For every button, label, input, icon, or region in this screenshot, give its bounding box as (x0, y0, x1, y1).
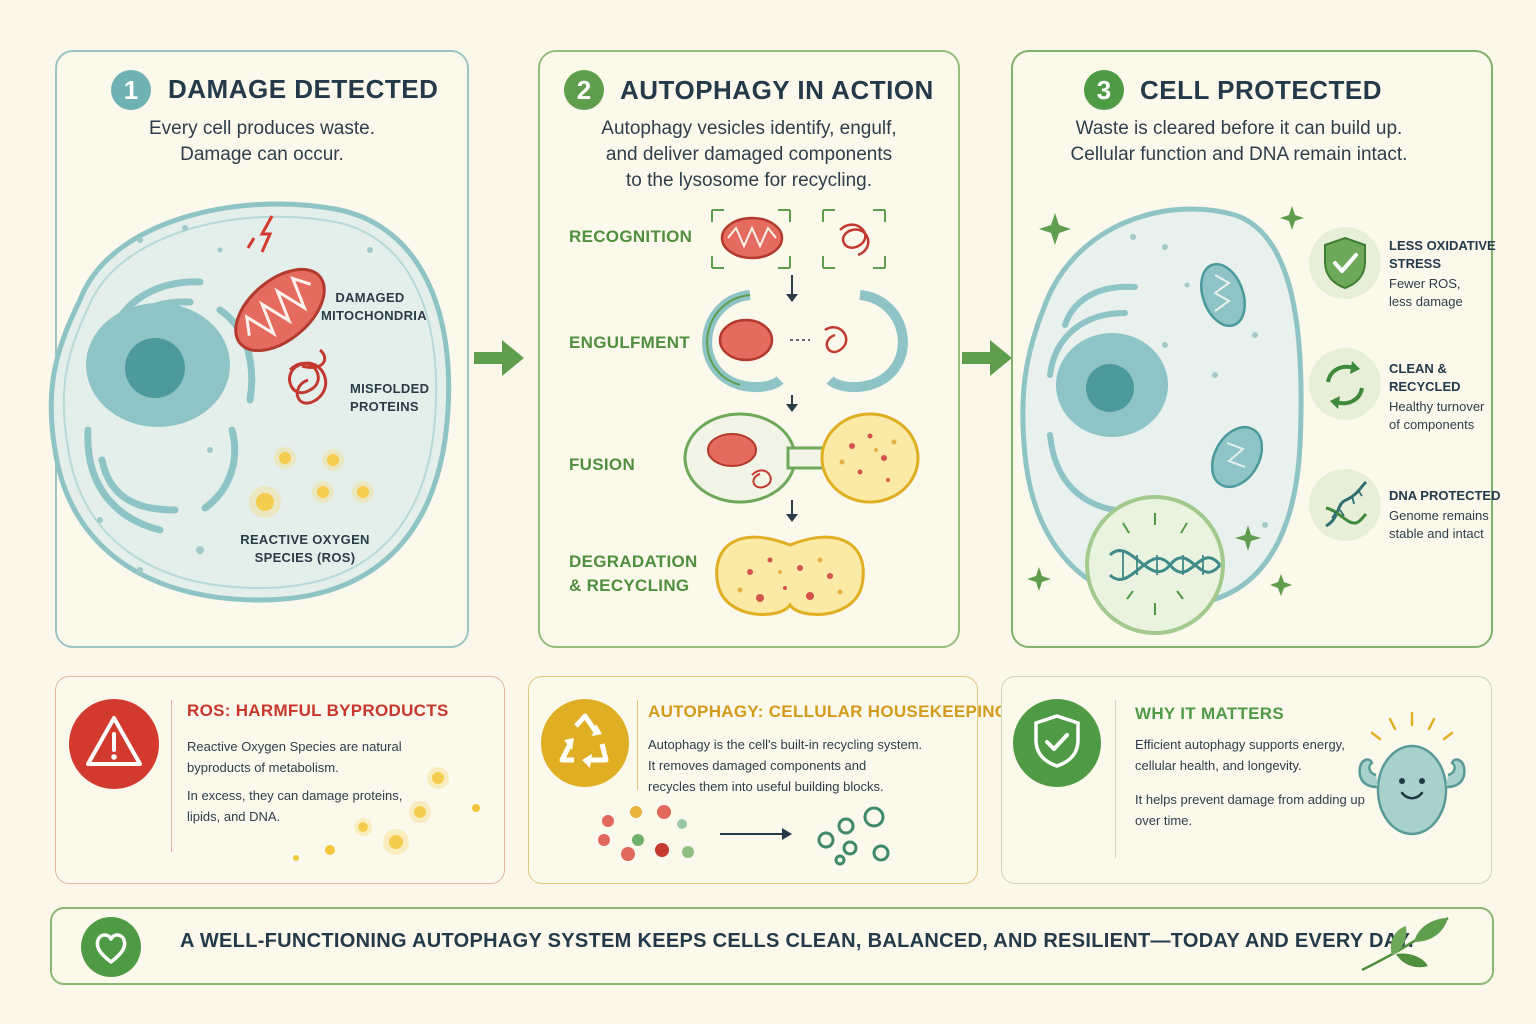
divider (1115, 700, 1116, 858)
happy-cell-mascot (1358, 711, 1466, 836)
panel-2-title: AUTOPHAGY IN ACTION (620, 75, 934, 105)
damaged-cell-illustration (48, 201, 452, 603)
feature-2-circle (1309, 348, 1381, 420)
dna-icon (1325, 480, 1368, 528)
panel-1-subtitle: Every cell produces waste. Damage can oc… (149, 118, 375, 165)
panel-3-title: CELL PROTECTED (1140, 75, 1382, 105)
step-recognition: RECOGNITION (569, 227, 693, 246)
panel-1-title: DAMAGE DETECTED (168, 74, 439, 104)
label-misfolded-proteins: MISFOLDED PROTEINS (350, 381, 430, 414)
autophagy-process-illustration (683, 209, 920, 616)
step-number-2: 2 (564, 70, 604, 110)
sparkle-icon (1280, 206, 1304, 230)
label-damaged-mitochondria: DAMAGED MITOCHONDRIA (321, 290, 427, 323)
healthy-cell-illustration (1020, 206, 1304, 635)
box-3-text-1: Efficient autophagy supports energy,cell… (1135, 737, 1345, 773)
arrow-right-icon (962, 340, 1012, 376)
box-2-title: AUTOPHAGY: CELLULAR HOUSEKEEPING (648, 702, 1009, 721)
step-fusion: FUSION (569, 455, 636, 474)
step-engulfment: ENGULFMENT (569, 333, 691, 352)
box-1-text-2: In excess, they can damage proteins,lipi… (187, 788, 403, 824)
recycle-arrows-icon (1326, 361, 1364, 409)
sparkle-icon (1270, 574, 1292, 596)
feature-2-title: CLEAN &RECYCLED (1389, 361, 1461, 394)
panel-3-subtitle: Waste is cleared before it can build up.… (1070, 118, 1408, 165)
recycling-particles-illustration (598, 805, 890, 866)
box-2-text: Autophagy is the cell's built-in recycli… (648, 737, 923, 794)
feature-3-title: DNA PROTECTED (1389, 488, 1501, 503)
box-3-title: WHY IT MATTERS (1135, 704, 1285, 723)
arrow-right-icon (474, 340, 524, 376)
feature-3-circle (1309, 469, 1381, 541)
warning-icon (69, 699, 159, 789)
shield-check-icon (1013, 699, 1101, 787)
divider (171, 700, 172, 852)
footer-banner (50, 907, 1494, 985)
divider (637, 700, 638, 790)
recycle-icon (541, 699, 629, 787)
label-ros: REACTIVE OXYGEN SPECIES (ROS) (240, 532, 370, 565)
shield-check-icon (1324, 236, 1366, 290)
panel-2-subtitle: Autophagy vesicles identify, engulf, and… (601, 118, 897, 191)
feature-1-desc: Fewer ROS,less damage (1389, 276, 1463, 309)
step-number-1: 1 (111, 70, 151, 110)
box-1-title: ROS: HARMFUL BYPRODUCTS (187, 701, 449, 720)
step-number-3: 3 (1084, 70, 1124, 110)
heart-icon (81, 917, 141, 977)
step-degradation-recycling: DEGRADATION & RECYCLING (569, 552, 698, 595)
footer-message: A WELL-FUNCTIONING AUTOPHAGY SYSTEM KEEP… (180, 930, 1414, 952)
ros-particles-illustration (293, 767, 480, 861)
leaf-icon (1361, 916, 1449, 972)
